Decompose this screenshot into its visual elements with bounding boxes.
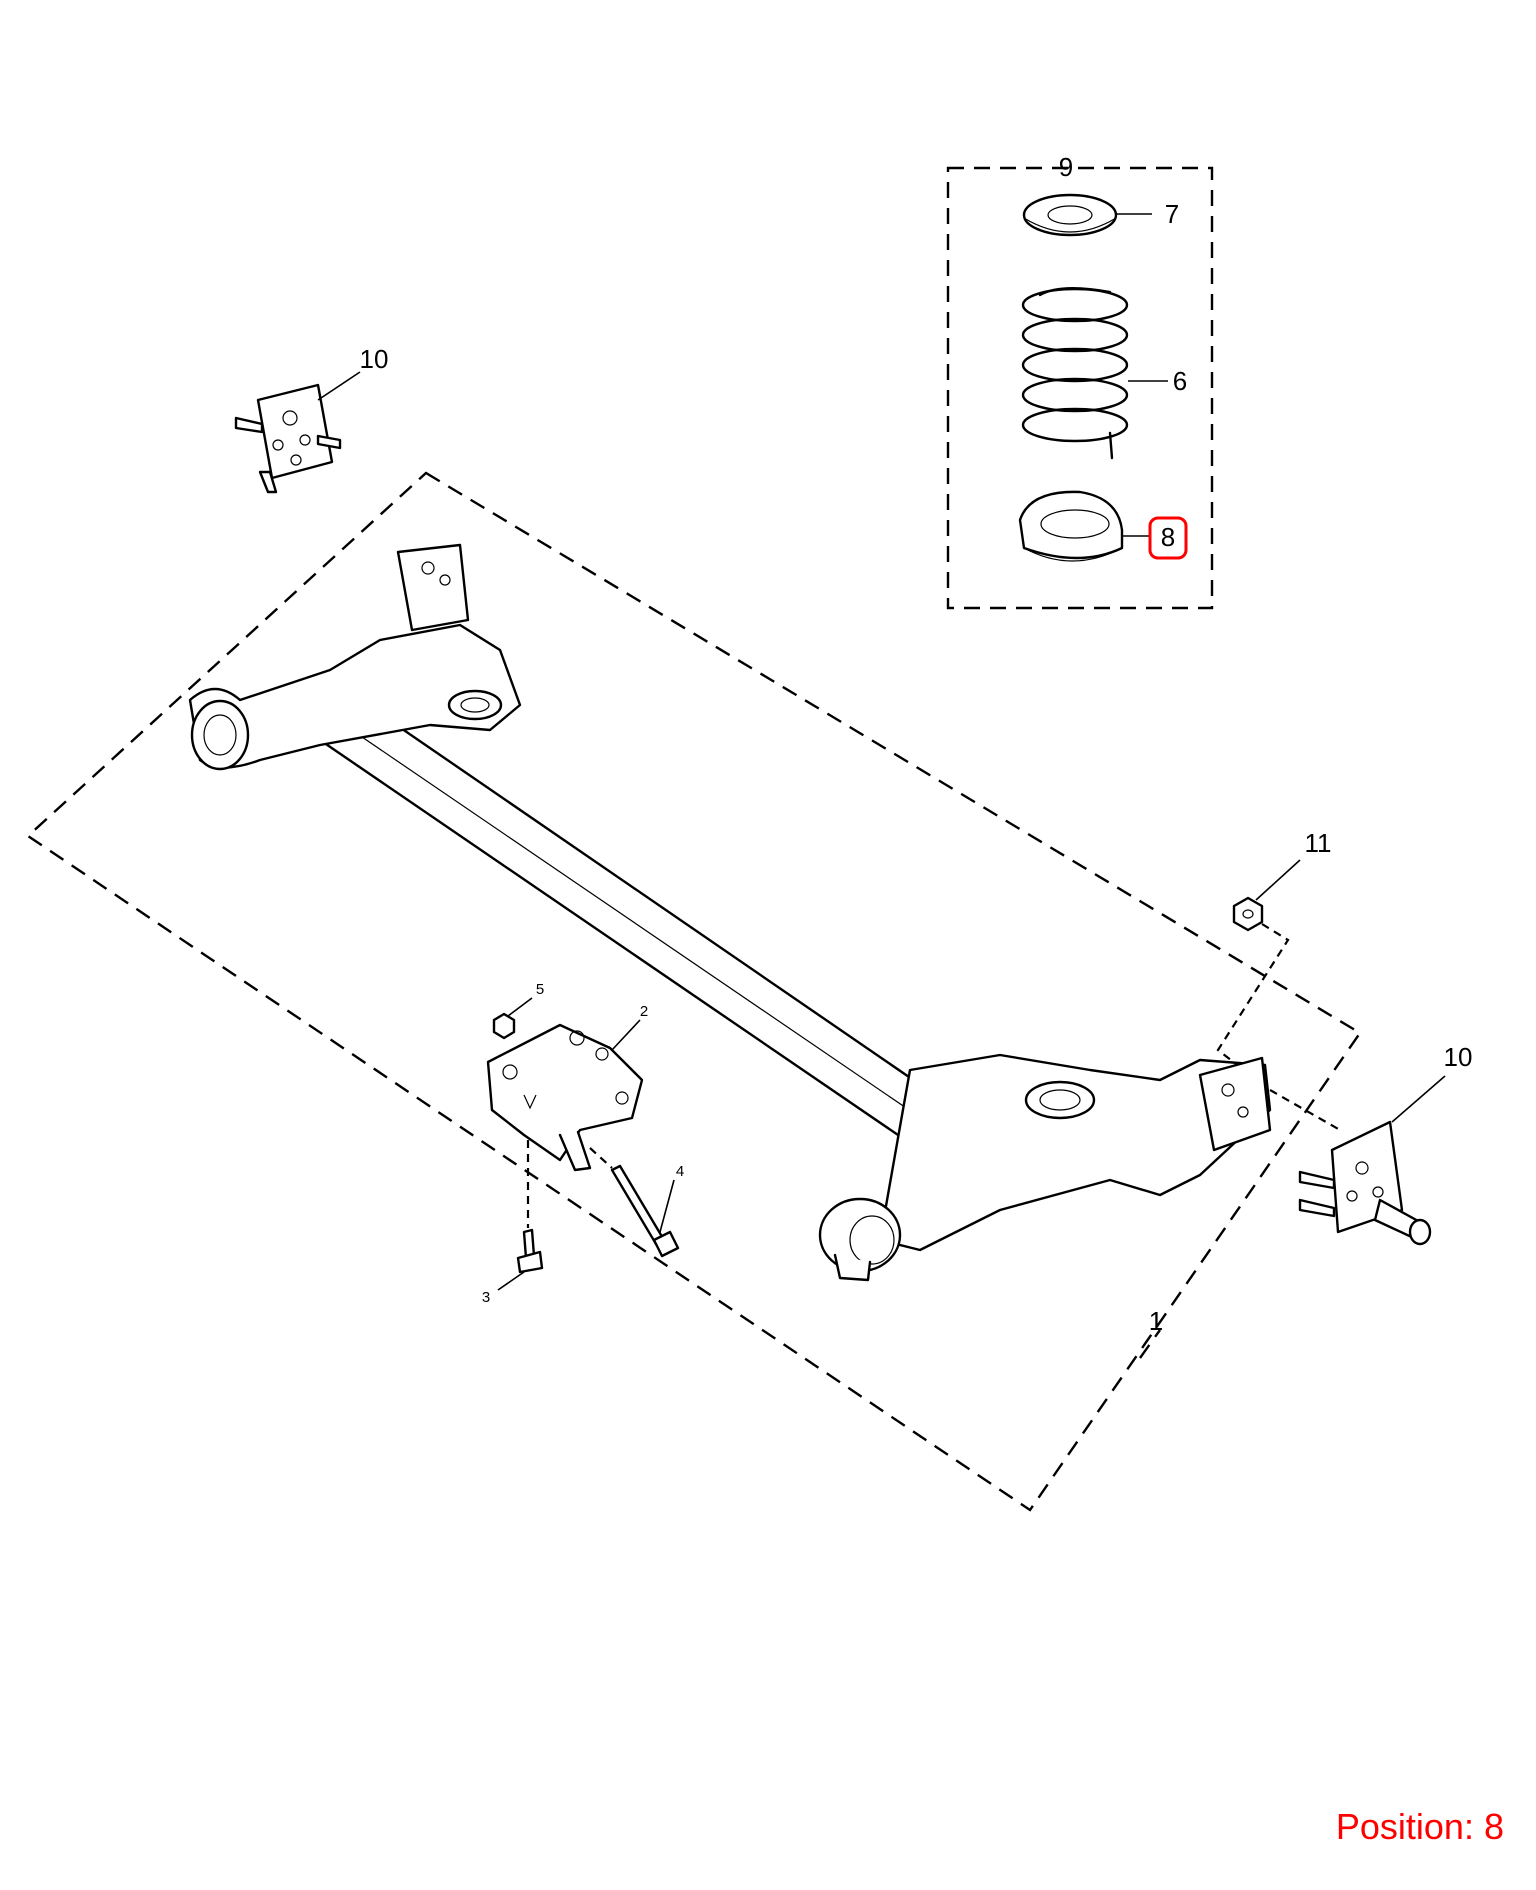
callout-11: 11 [1305,828,1332,858]
lower-spring-seat[interactable] [1018,490,1124,562]
mounting-bracket[interactable] [486,1023,644,1172]
callout-2: 2 [640,1003,648,1020]
position-label-text: Position: [1335,1806,1474,1847]
upper-spring-seat[interactable] [1022,193,1118,237]
bolt-4[interactable] [610,1164,680,1258]
bolt-3[interactable] [516,1228,544,1274]
nut-11[interactable] [1232,896,1264,932]
bolt-4-assembly-path [589,1147,613,1169]
callout-10-left: 10 [360,344,389,374]
leader-3 [497,1271,525,1291]
callout-9: 9 [1059,152,1073,182]
axle-assembly-dashed-box [26,471,1362,1512]
callout-7: 7 [1165,199,1179,229]
callout-6: 6 [1173,366,1187,396]
hub-carrier-right[interactable] [1298,1120,1432,1246]
leader-4 [659,1179,675,1233]
coil-spring[interactable] [1021,286,1129,460]
position-indicator: Position: 8 [1336,1806,1504,1848]
axle-assembly-dashed-tail [1139,1329,1161,1359]
hub-right-assembly-path [1269,1089,1341,1131]
hub-carrier-left[interactable] [234,383,342,494]
rear-axle-beam[interactable] [188,543,1272,1282]
leader-10-right [1391,1075,1446,1123]
position-value: 8 [1483,1806,1504,1847]
leader-11 [1255,859,1301,901]
nut-11-assembly-path [1216,923,1290,1065]
callout-10-right: 10 [1444,1042,1473,1072]
callout-1: 1 [1149,1306,1163,1336]
leader-5 [507,997,533,1017]
nut-5[interactable] [492,1012,516,1040]
callout-8[interactable]: 8 [1161,522,1175,552]
spring-kit-dashed-box [946,166,1214,610]
callout-5: 5 [536,981,544,998]
leader-2 [611,1019,641,1051]
callout-8-highlight [1148,516,1188,560]
leader-10-left [317,371,361,401]
callout-4: 4 [676,1163,684,1180]
callout-3: 3 [482,1289,490,1306]
